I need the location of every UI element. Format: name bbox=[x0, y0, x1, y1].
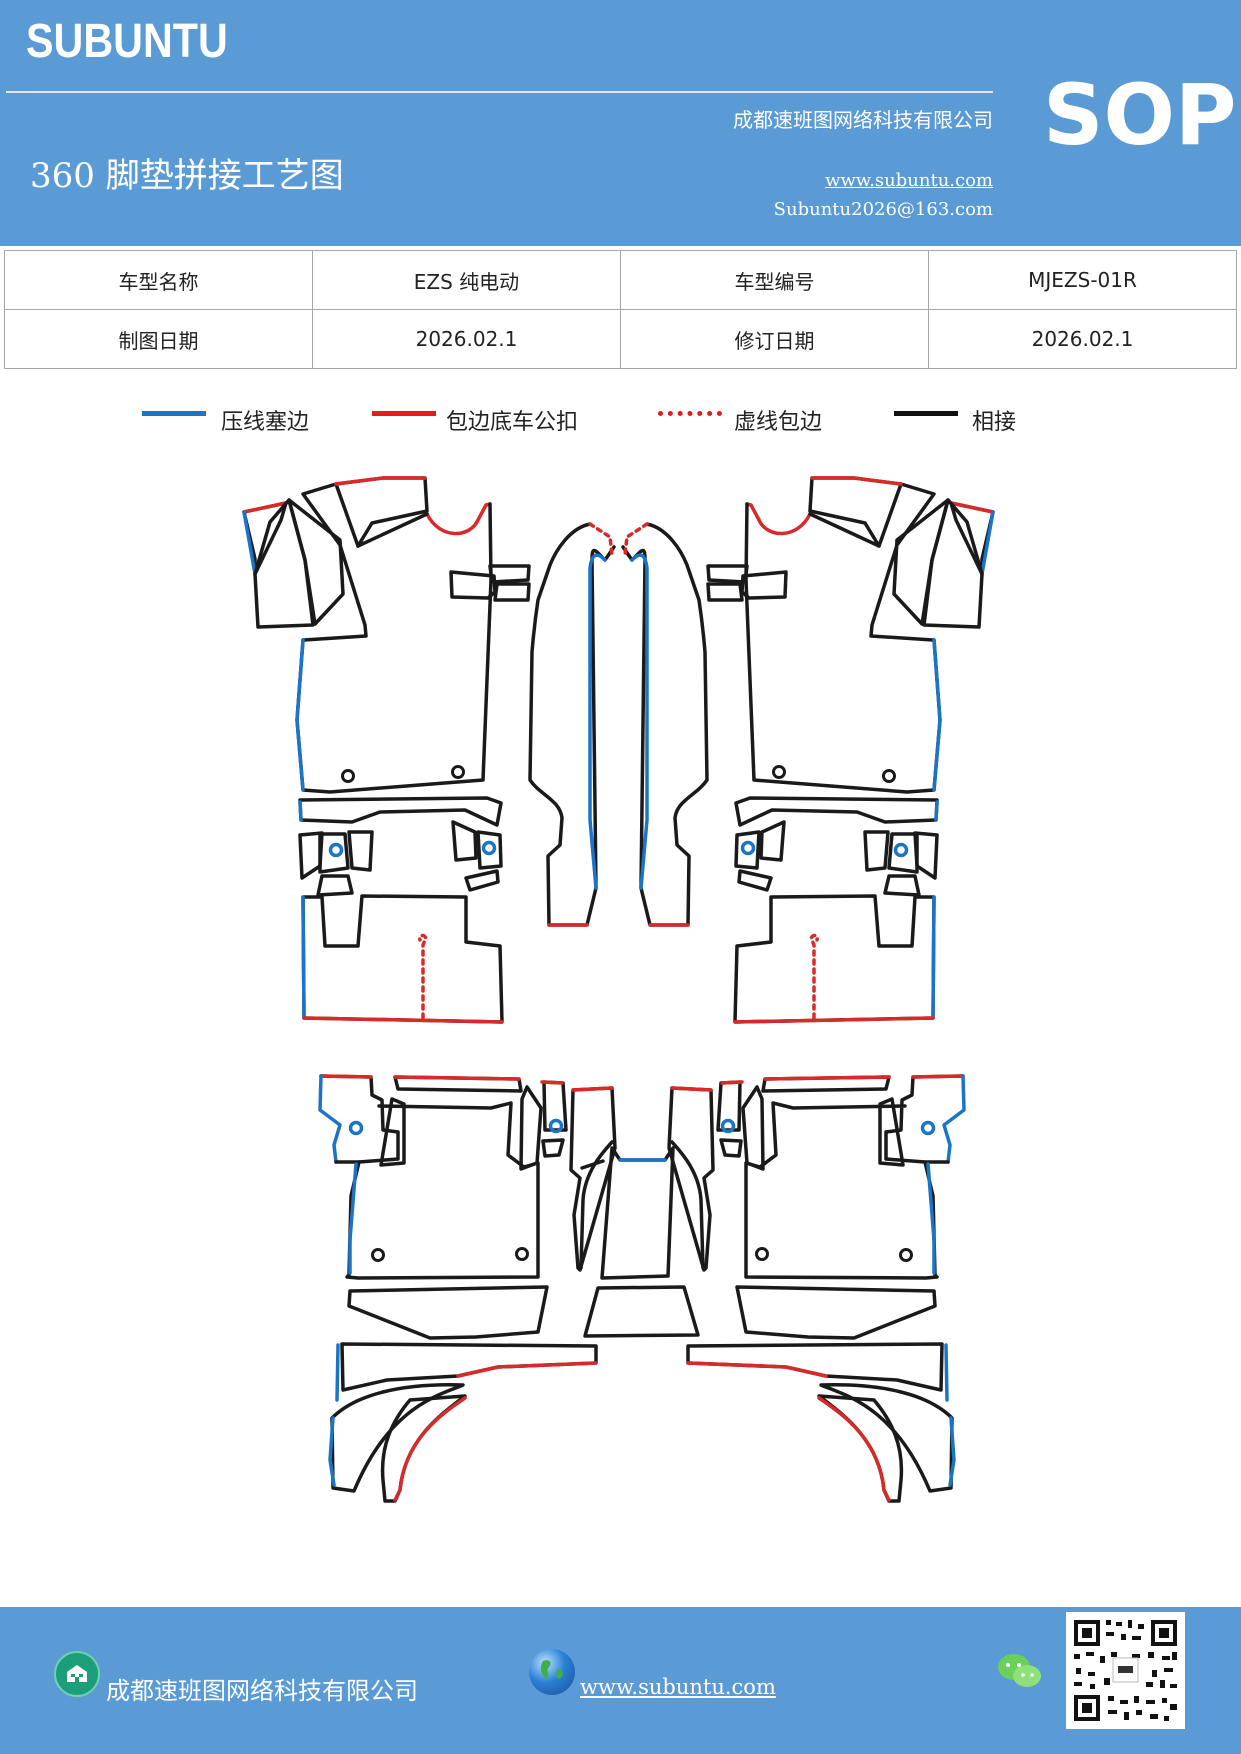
revision-date-label: 修订日期 bbox=[620, 309, 929, 369]
header-email[interactable]: Subuntu2026@163.com bbox=[773, 199, 993, 220]
legend-swatch-red-dotted bbox=[658, 411, 722, 416]
legend-swatch-blue bbox=[142, 411, 206, 416]
table-row: 制图日期 2026.02.1 修订日期 2026.02.1 bbox=[4, 309, 1237, 369]
revision-date-value: 2026.02.1 bbox=[928, 309, 1237, 369]
legend-swatch-black bbox=[894, 411, 958, 416]
page-footer: 成都速班图网络科技有限公司 www.subuntu.com bbox=[0, 1607, 1241, 1754]
draw-date-value: 2026.02.1 bbox=[312, 309, 621, 369]
model-code-value: MJEZS-01R bbox=[928, 250, 1237, 310]
legend-label: 虚线包边 bbox=[734, 410, 823, 435]
building-icon bbox=[54, 1651, 100, 1697]
rear-right-mat-group bbox=[667, 1074, 966, 1503]
legend-label: 包边底车公扣 bbox=[446, 410, 579, 435]
draw-date-label: 制图日期 bbox=[4, 309, 313, 369]
table-row: 车型名称 EZS 纯电动 车型编号 MJEZS-01R bbox=[4, 250, 1237, 310]
model-code-label: 车型编号 bbox=[620, 250, 929, 310]
page-header: SUBUNTU 成都速班图网络科技有限公司 360 脚垫拼接工艺图 www.su… bbox=[0, 0, 1241, 246]
center-lower-piece bbox=[583, 1285, 700, 1338]
model-name-value: EZS 纯电动 bbox=[312, 250, 621, 310]
legend-label: 相接 bbox=[972, 410, 1017, 435]
brand-logo: SUBUNTU bbox=[26, 15, 228, 68]
header-divider bbox=[6, 91, 993, 93]
rear-left-mat-group bbox=[318, 1074, 617, 1503]
front-right-mat-group bbox=[621, 476, 995, 1024]
vehicle-info-table: 车型名称 EZS 纯电动 车型编号 MJEZS-01R 制图日期 2026.02… bbox=[4, 250, 1237, 369]
document-title: 360 脚垫拼接工艺图 bbox=[30, 156, 344, 196]
center-tunnel-piece bbox=[600, 1146, 675, 1280]
header-website-link[interactable]: www.subuntu.com bbox=[825, 170, 993, 191]
model-name-label: 车型名称 bbox=[4, 250, 313, 310]
line-legend: 压线塞边 包边底车公扣 虚线包边 相接 bbox=[0, 392, 1241, 442]
footer-website-link[interactable]: www.subuntu.com bbox=[580, 1675, 776, 1699]
legend-label: 压线塞边 bbox=[221, 410, 310, 435]
sop-badge: SOP bbox=[1043, 66, 1237, 164]
legend-swatch-red bbox=[372, 411, 436, 416]
footer-company: 成都速班图网络科技有限公司 bbox=[106, 1677, 418, 1705]
qr-code[interactable] bbox=[1066, 1612, 1185, 1729]
header-company: 成都速班图网络科技有限公司 bbox=[733, 108, 993, 132]
globe-icon bbox=[529, 1649, 575, 1695]
wechat-icon[interactable] bbox=[996, 1651, 1044, 1693]
front-left-mat-group bbox=[242, 476, 616, 1024]
